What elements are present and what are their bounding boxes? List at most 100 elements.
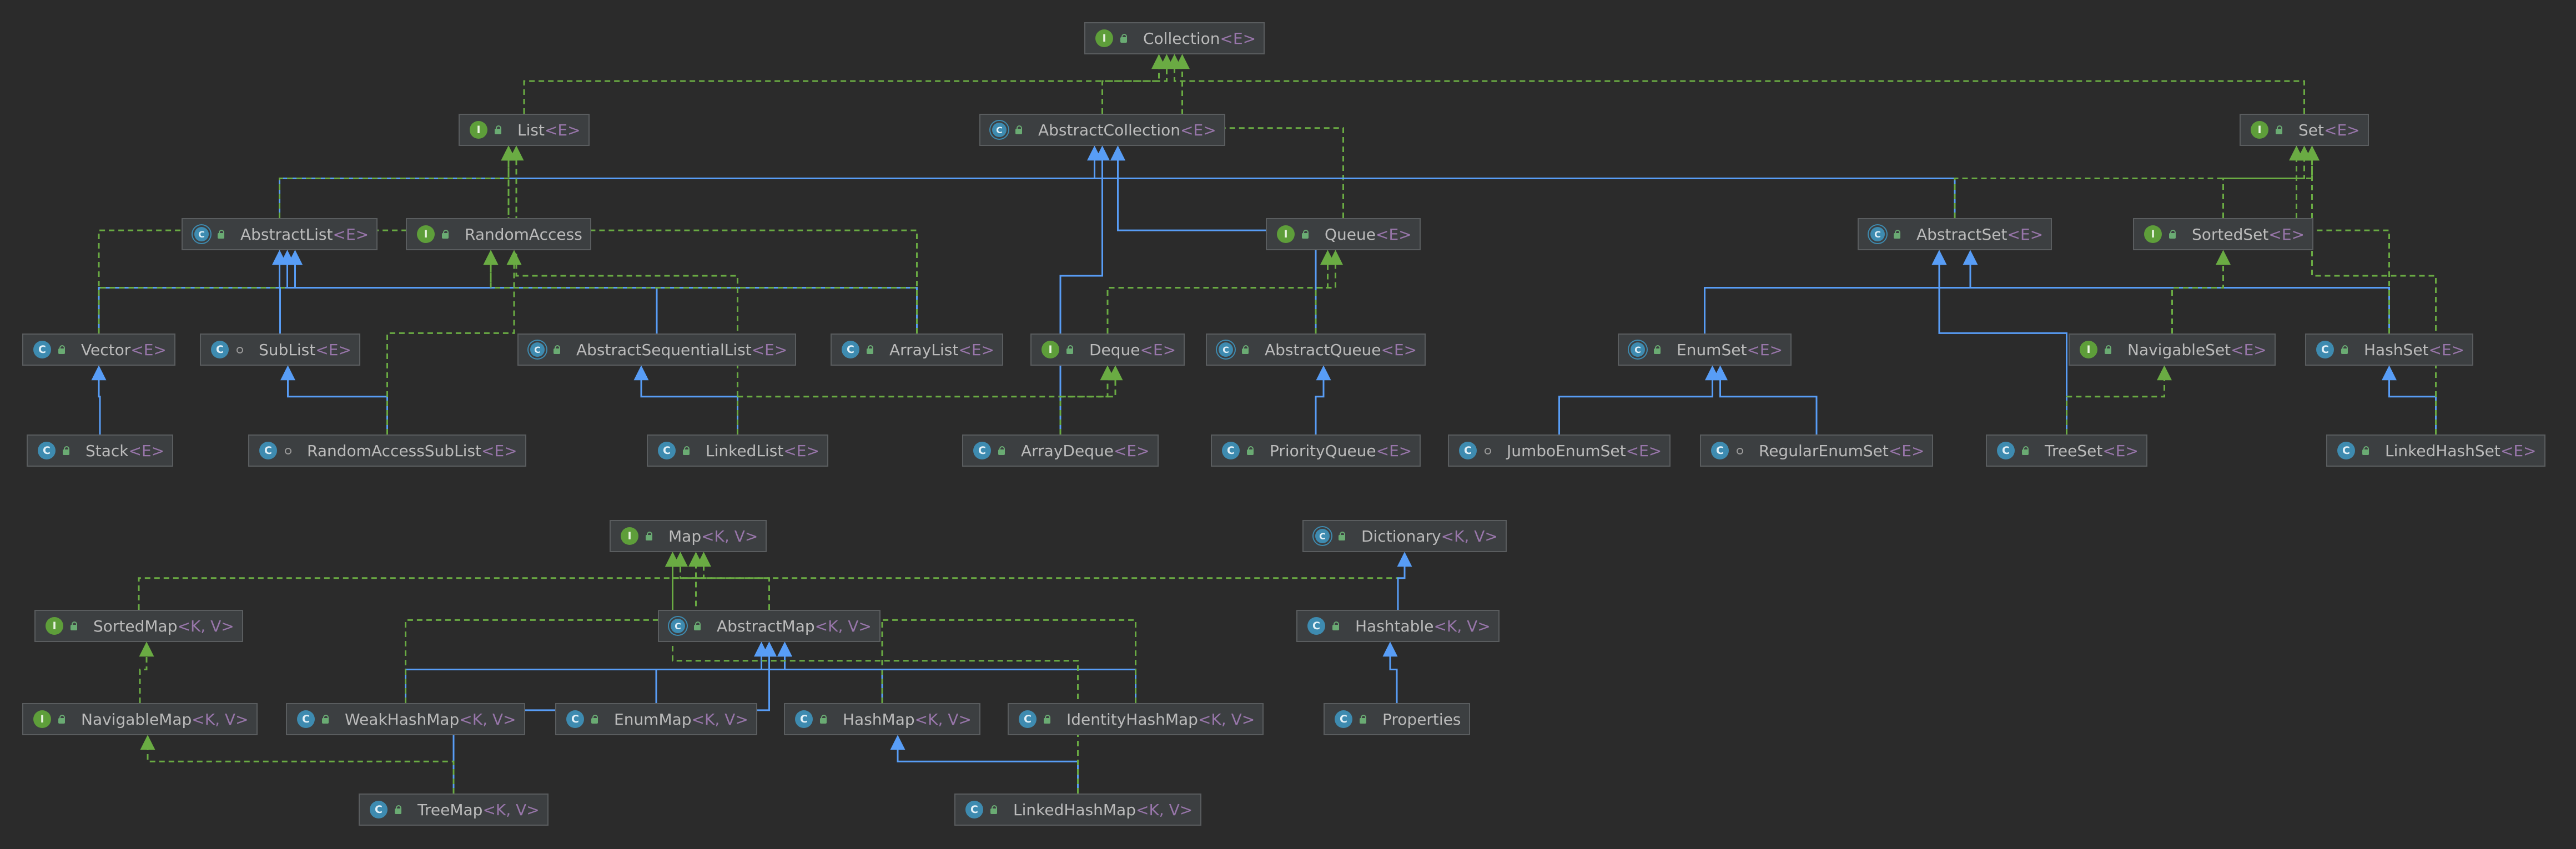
- lock-icon: [552, 345, 562, 355]
- lock-icon: [681, 446, 691, 456]
- class-name: Hashtable: [1355, 616, 1434, 635]
- abstract-class-icon: C: [992, 123, 1007, 137]
- class-icon: C: [2316, 341, 2334, 358]
- node-label: AbstractSet<E>: [1916, 225, 2043, 244]
- generic-params: <E>: [1376, 441, 1412, 460]
- abstract-class-icon: C: [1219, 342, 1233, 357]
- node-tree-map[interactable]: C TreeMap<K, V>: [359, 794, 549, 826]
- lock-icon: [61, 446, 71, 456]
- class-name: PriorityQueue: [1270, 441, 1376, 460]
- class-name: NavigableSet: [2127, 340, 2231, 359]
- generic-params: <K, V>: [177, 616, 234, 635]
- interface-icon: I: [621, 527, 638, 545]
- generic-params: <E>: [544, 120, 581, 139]
- node-sub-list[interactable]: C SubList<E>: [200, 333, 360, 366]
- class-name: TreeSet: [2045, 441, 2103, 460]
- lock-icon: [2339, 345, 2349, 355]
- lock-icon: [1300, 229, 1310, 239]
- node-label: Properties: [1382, 710, 1461, 729]
- class-icon: C: [38, 442, 56, 459]
- node-label: RandomAccessSubList<E>: [307, 442, 517, 460]
- node-label: NavigableMap<K, V>: [81, 710, 249, 729]
- class-icon: C: [211, 341, 229, 358]
- implements-edge-abstract-queue-to-queue: [1315, 250, 1335, 333]
- generic-params: <E>: [1888, 441, 1925, 460]
- extends-edge-tree-set-to-abstract-set: [1931, 250, 2067, 434]
- generic-params: <E>: [2268, 225, 2305, 244]
- generic-params: <E>: [1113, 441, 1150, 460]
- extends-edge-linked-list-to-abstract-sequential-list: [633, 365, 738, 434]
- class-name: WeakHashMap: [345, 710, 460, 729]
- extends-edge-identity-hash-map-to-abstract-map: [777, 641, 1136, 703]
- node-label: SubList<E>: [259, 341, 351, 359]
- lock-icon: [590, 714, 600, 724]
- node-label: JumboEnumSet<E>: [1507, 442, 1662, 460]
- generic-params: <E>: [1375, 225, 1412, 244]
- implements-edge-abstract-set-to-set: [1954, 145, 2312, 218]
- lock-icon: [1358, 714, 1368, 724]
- generic-params: <K, V>: [1198, 710, 1255, 729]
- lock-icon: [692, 621, 702, 631]
- generic-params: <E>: [1381, 340, 1417, 359]
- class-icon: C: [566, 710, 584, 728]
- generic-params: <K, V>: [814, 616, 872, 635]
- class-icon: C: [842, 341, 859, 358]
- generic-params: <K, V>: [1135, 800, 1193, 819]
- node-jumbo-enum-set[interactable]: C JumboEnumSet<E>: [1448, 434, 1671, 467]
- node-label: Vector<E>: [81, 341, 167, 359]
- node-label: TreeMap<K, V>: [417, 801, 540, 819]
- class-icon: C: [370, 801, 388, 818]
- generic-params: <E>: [128, 441, 165, 460]
- extends-edge-enum-set-to-abstract-set: [1704, 250, 1978, 333]
- class-name: Queue: [1325, 225, 1376, 244]
- node-abstract-queue[interactable]: C AbstractQueue<E>: [1206, 333, 1426, 366]
- node-set[interactable]: I Set<E>: [2240, 114, 2369, 146]
- node-label: Set<E>: [2298, 121, 2360, 139]
- class-name: AbstractQueue: [1265, 340, 1381, 359]
- class-icon: C: [1459, 442, 1477, 459]
- extends-edge-abstract-queue-to-abstract-collection: [1110, 145, 1317, 333]
- implements-edge-hash-map-to-map: [688, 552, 883, 703]
- class-name: JumboEnumSet: [1507, 441, 1626, 460]
- extends-edge-hash-set-to-abstract-set: [1931, 250, 2390, 333]
- extends-edge-jumbo-enum-set-to-enum-set: [1558, 365, 1720, 434]
- extends-edge-array-list-to-abstract-list: [288, 250, 918, 333]
- extends-edge-abstract-list-to-abstract-collection: [279, 145, 1125, 218]
- interface-icon: I: [2251, 121, 2268, 139]
